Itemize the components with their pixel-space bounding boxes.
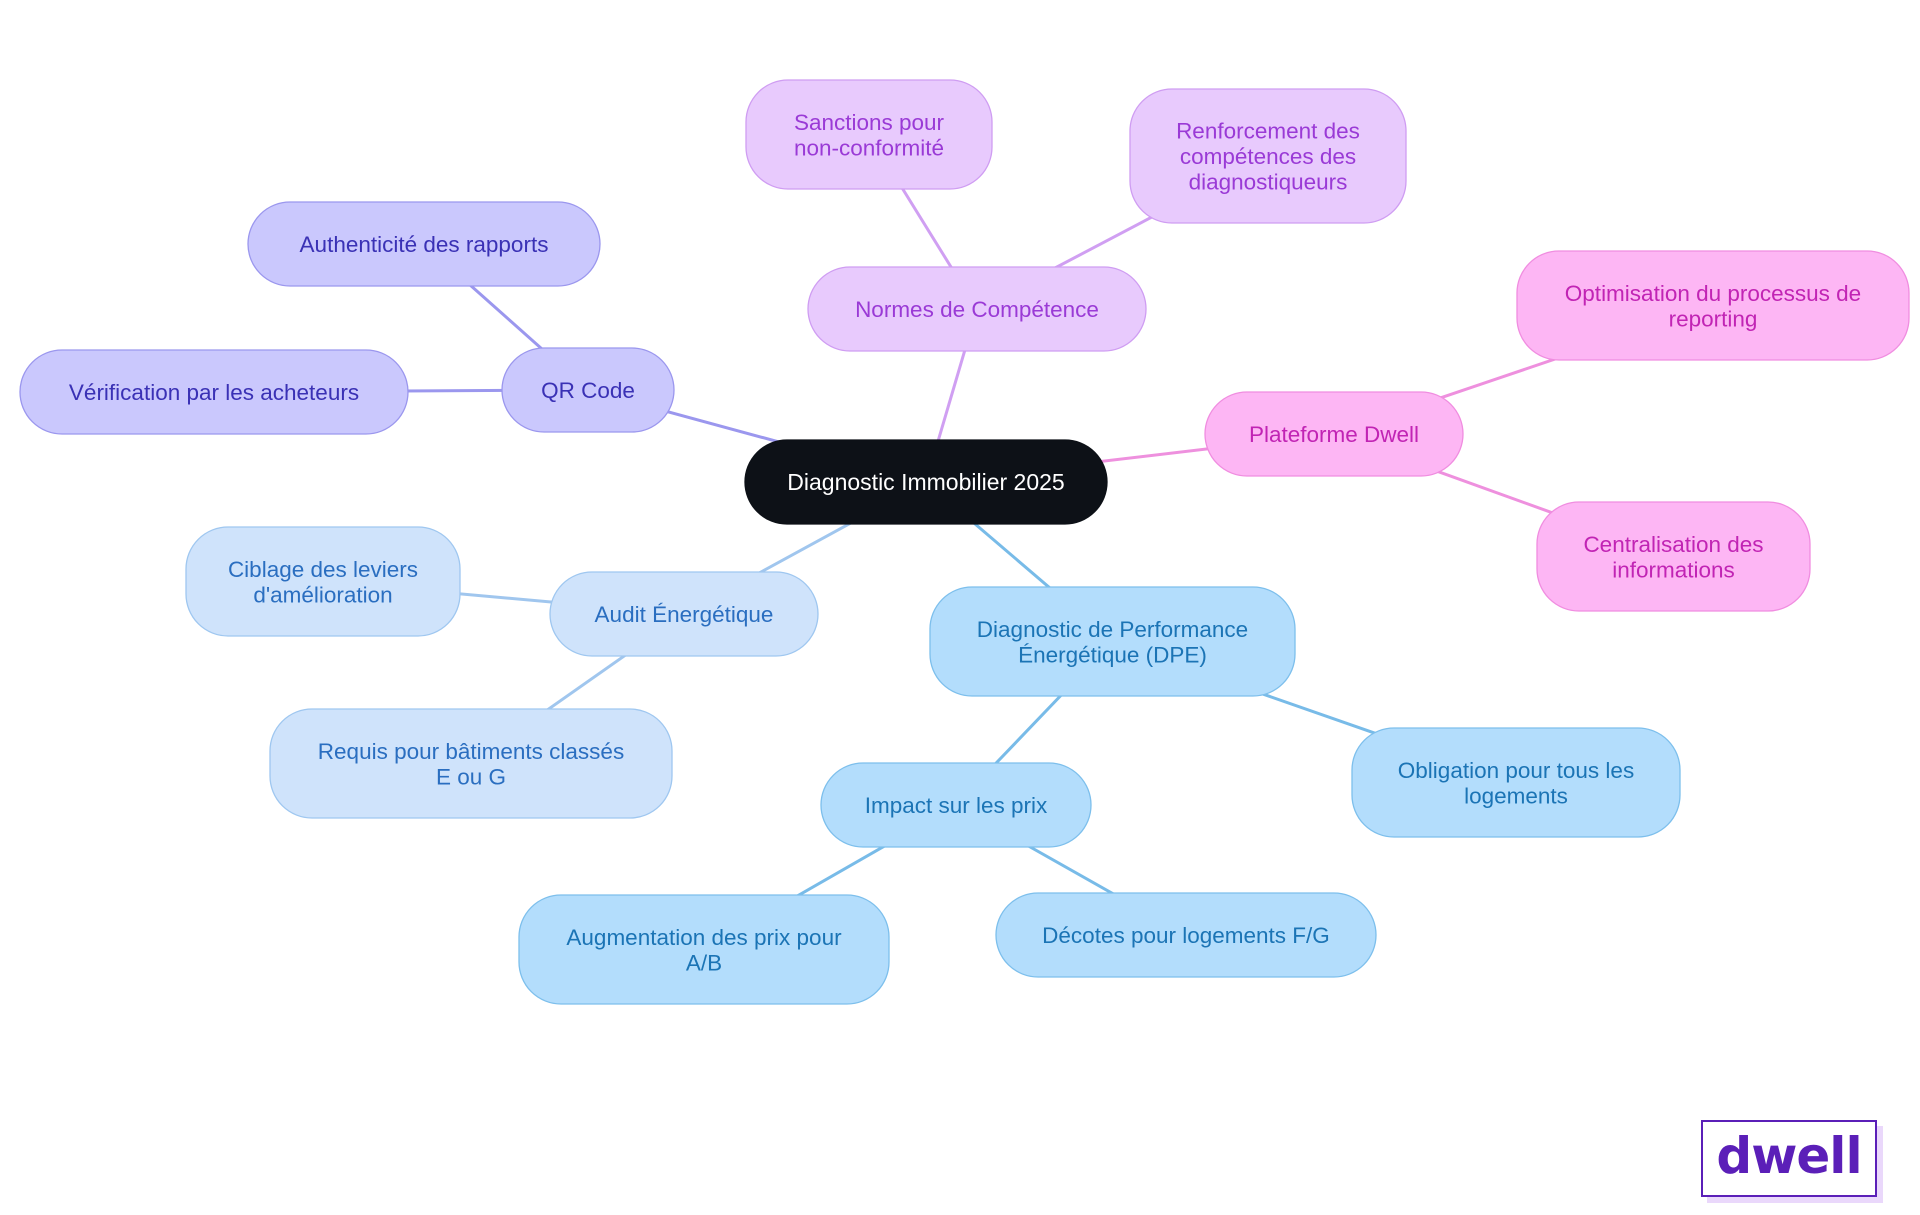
node-label-normes: Normes de Compétence — [855, 297, 1099, 322]
node-box-root — [744, 439, 1108, 525]
node-box-centralisation — [1536, 501, 1811, 612]
dwell-logo: dwell — [1701, 1120, 1877, 1197]
node-label-audit: Audit Énergétique — [595, 602, 774, 627]
node-qr-code[interactable]: QR Code — [501, 347, 675, 433]
node-box-dpe — [929, 586, 1296, 697]
node-label-verification: Vérification par les acheteurs — [69, 380, 359, 405]
node-box-authenticite — [247, 201, 601, 287]
node-decotes[interactable]: Décotes pour logements F/G — [995, 892, 1377, 978]
node-box-ciblage — [185, 526, 461, 637]
node-label-authenticite: Authenticité des rapports — [300, 232, 549, 257]
node-label-qr-code: QR Code — [541, 378, 635, 403]
node-box-obligation — [1351, 727, 1681, 838]
dwell-logo-text: dwell — [1716, 1126, 1862, 1185]
node-impact[interactable]: Impact sur les prix — [820, 762, 1092, 848]
node-box-sanctions — [745, 79, 993, 190]
node-box-qr-code — [501, 347, 675, 433]
node-box-augmentation — [518, 894, 890, 1005]
node-plateforme[interactable]: Plateforme Dwell — [1204, 391, 1464, 477]
node-box-normes — [807, 266, 1147, 352]
node-label-impact: Impact sur les prix — [865, 793, 1048, 818]
node-box-optimisation — [1516, 250, 1910, 361]
node-box-plateforme — [1204, 391, 1464, 477]
node-audit[interactable]: Audit Énergétique — [549, 571, 819, 657]
node-box-verification — [19, 349, 409, 435]
node-label-root: Diagnostic Immobilier 2025 — [787, 469, 1064, 495]
node-box-impact — [820, 762, 1092, 848]
node-label-plateforme: Plateforme Dwell — [1249, 422, 1419, 447]
node-box-decotes — [995, 892, 1377, 978]
node-box-audit — [549, 571, 819, 657]
node-authenticite[interactable]: Authenticité des rapports — [247, 201, 601, 287]
mind-map-nodes: Diagnostic Immobilier 2025 QR Code Authent… — [19, 79, 1910, 1005]
node-normes[interactable]: Normes de Compétence — [807, 266, 1147, 352]
node-box-requis — [269, 708, 673, 819]
node-label-decotes: Décotes pour logements F/G — [1042, 923, 1330, 948]
node-root[interactable]: Diagnostic Immobilier 2025 — [744, 439, 1108, 525]
node-box-renforcement — [1129, 88, 1407, 224]
node-verification[interactable]: Vérification par les acheteurs — [19, 349, 409, 435]
